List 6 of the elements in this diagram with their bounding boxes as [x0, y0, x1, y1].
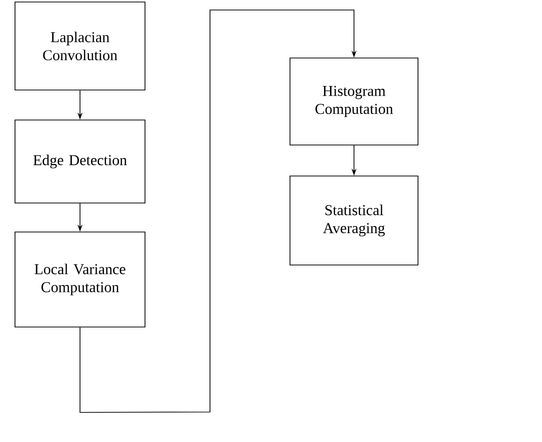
process-box: Histogram Computation: [290, 58, 418, 146]
process-box: Statistical Averaging: [290, 176, 418, 266]
arrow: [80, 10, 357, 413]
process-box: Edge Detection: [14, 120, 146, 204]
process-box: Laplacian Convolution: [14, 2, 146, 90]
process-box: Local Variance Computation: [14, 232, 146, 328]
